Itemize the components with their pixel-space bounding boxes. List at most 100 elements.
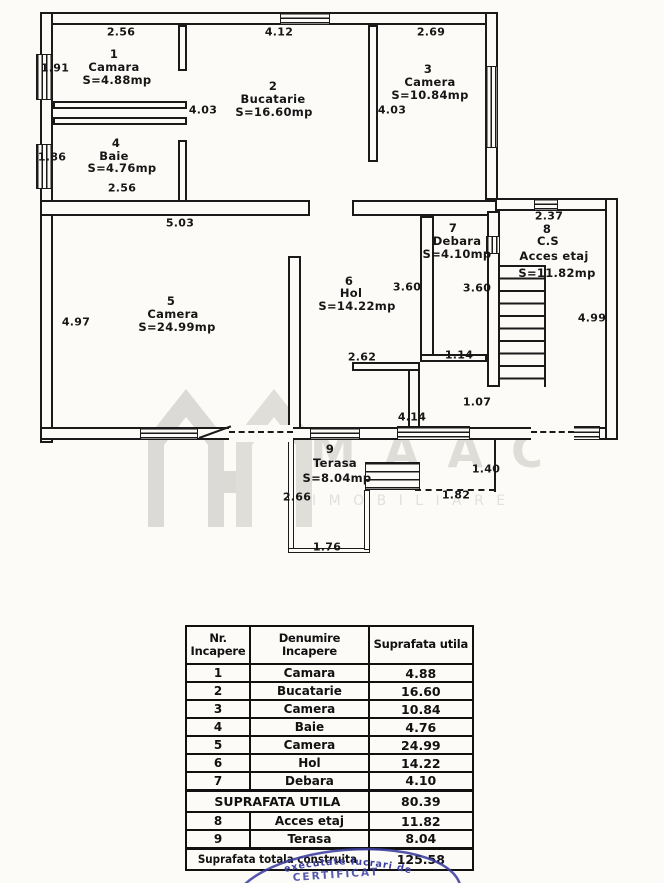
dim-label: 1.91 bbox=[40, 61, 70, 75]
cell-value: 14.22 bbox=[367, 753, 474, 773]
total-label: Suprafata totala construita bbox=[185, 846, 370, 871]
room-5-number: 5 bbox=[166, 294, 176, 308]
room-1-number: 1 bbox=[109, 47, 119, 61]
cell-nr: 7 bbox=[184, 771, 252, 791]
room-2-area: S=16.60mp bbox=[235, 105, 313, 119]
room-1-name: Camara bbox=[88, 60, 140, 74]
wall-exterior-left bbox=[40, 12, 53, 443]
room-9-area: S=8.04mp bbox=[302, 471, 372, 485]
window-right-room3 bbox=[485, 66, 498, 148]
room-5-area: S=24.99mp bbox=[138, 320, 216, 334]
cell-nr: 3 bbox=[184, 699, 252, 719]
cell-name: Terasa bbox=[249, 829, 370, 849]
table-subtotal-row: SUPRAFATA UTILA 80.39 bbox=[185, 788, 474, 813]
room-7-area: S=4.10mp bbox=[422, 247, 492, 261]
cell-nr: 2 bbox=[184, 681, 252, 701]
table-row: 6 Hol 14.22 bbox=[184, 753, 474, 773]
wall-debara-bottom bbox=[420, 354, 487, 362]
room-7-name: Debara bbox=[432, 234, 482, 248]
dim-label: 4.03 bbox=[377, 103, 407, 117]
room-1-area: S=4.88mp bbox=[82, 73, 152, 87]
window-left-room1 bbox=[36, 54, 53, 100]
room-6-area: S=14.22mp bbox=[318, 299, 396, 313]
terasa-step bbox=[365, 462, 420, 490]
cell-nr: 9 bbox=[184, 829, 252, 849]
dim-label: 4.03 bbox=[188, 103, 218, 117]
table-row: 4 Baie 4.76 bbox=[184, 717, 474, 737]
table-row: 3 Camera 10.84 bbox=[184, 699, 474, 719]
dim-label: 4.99 bbox=[577, 311, 607, 325]
table-row: 9 Terasa 8.04 bbox=[184, 829, 474, 849]
table-row: 2 Bucatarie 16.60 bbox=[184, 681, 474, 701]
dim-label: 4.14 bbox=[397, 410, 427, 424]
room-2-name: Bucatarie bbox=[240, 92, 306, 106]
wall-hol-top bbox=[352, 200, 497, 216]
dim-label: 2.69 bbox=[416, 25, 446, 39]
room-7-number: 7 bbox=[448, 221, 458, 235]
cell-name: Baie bbox=[249, 717, 370, 737]
window-bottom-room8 bbox=[573, 426, 600, 440]
room-4-area: S=4.76mp bbox=[87, 161, 157, 175]
room-6-name: Hol bbox=[339, 286, 363, 300]
table-total-row: Suprafata totala construita 125.58 bbox=[185, 846, 474, 871]
cell-value: 10.84 bbox=[367, 699, 474, 719]
dashed-terasa-boundary bbox=[415, 489, 495, 491]
cell-name: Camera bbox=[249, 735, 370, 755]
wall-room4-room2-divider bbox=[178, 140, 187, 202]
dim-label: 1.07 bbox=[462, 395, 492, 409]
header-denumire: Denumire Incapere bbox=[249, 625, 370, 665]
total-value: 125.58 bbox=[367, 846, 474, 871]
window-bottom-terasa-door bbox=[310, 427, 360, 440]
opening-gap-room8 bbox=[531, 425, 574, 442]
wall-hol-lower-horizontal bbox=[352, 362, 420, 371]
table-row: 5 Camera 24.99 bbox=[184, 735, 474, 755]
room-3-area: S=10.84mp bbox=[391, 88, 469, 102]
cell-nr: 1 bbox=[184, 663, 252, 683]
room-3-name: Camera bbox=[404, 75, 456, 89]
wall-mid-horizontal bbox=[40, 200, 310, 216]
room-8-name: C.S bbox=[537, 234, 559, 248]
dim-label: 5.03 bbox=[165, 216, 195, 230]
header-suprafata: Suprafata utila bbox=[367, 625, 474, 665]
cell-value: 4.76 bbox=[367, 717, 474, 737]
dashed-opening-room8 bbox=[531, 431, 574, 433]
wall-room1-room2-divider bbox=[178, 25, 187, 71]
dim-label: 1.14 bbox=[444, 348, 474, 362]
window-left-room4 bbox=[36, 144, 53, 189]
dim-label: 2.37 bbox=[534, 209, 564, 223]
dim-label: 4.12 bbox=[264, 25, 294, 39]
wall-room1-bottom bbox=[53, 101, 187, 109]
room-9-number: 9 bbox=[325, 442, 335, 456]
dim-label: 3.60 bbox=[392, 280, 422, 294]
wall-room8-right bbox=[605, 198, 618, 440]
table-header-row: Nr. Incapere Denumire Incapere Suprafata… bbox=[184, 625, 474, 665]
table-row: 8 Acces etaj 11.82 bbox=[184, 811, 474, 831]
cell-value: 4.88 bbox=[367, 663, 474, 683]
window-top-wall bbox=[280, 12, 330, 25]
opening-gap-left bbox=[229, 425, 293, 442]
dim-label: 1.86 bbox=[37, 150, 67, 164]
dim-label: 1.40 bbox=[471, 462, 501, 476]
stamp-label: CERTIFICAT bbox=[292, 866, 379, 883]
dim-label: 1.76 bbox=[312, 540, 342, 554]
room-8-number: 8 bbox=[542, 222, 552, 236]
room-4-name: Baie bbox=[99, 149, 129, 163]
cell-nr: 6 bbox=[184, 753, 252, 773]
table-row: 1 Camara 4.88 bbox=[184, 663, 474, 683]
room-2-number: 2 bbox=[268, 79, 278, 93]
window-bottom-room5 bbox=[140, 427, 198, 440]
wall-hol-room8-divider bbox=[487, 211, 500, 387]
subtotal-label: SUPRAFATA UTILA bbox=[185, 788, 370, 813]
room-5-name: Camera bbox=[147, 307, 199, 321]
dim-label: 4.97 bbox=[61, 315, 91, 329]
cell-name: Camera bbox=[249, 699, 370, 719]
total-label-text: Suprafata totala construita bbox=[197, 852, 357, 867]
cell-value: 4.10 bbox=[367, 771, 474, 791]
dim-label: 2.56 bbox=[106, 25, 136, 39]
dashed-opening-left bbox=[229, 431, 293, 433]
header-nr-incapere: Nr. Incapere bbox=[184, 625, 252, 665]
cell-value: 16.60 bbox=[367, 681, 474, 701]
window-room8-top bbox=[534, 198, 558, 211]
wall-terasa-dash-edge bbox=[494, 440, 496, 492]
cell-value: 8.04 bbox=[367, 829, 474, 849]
